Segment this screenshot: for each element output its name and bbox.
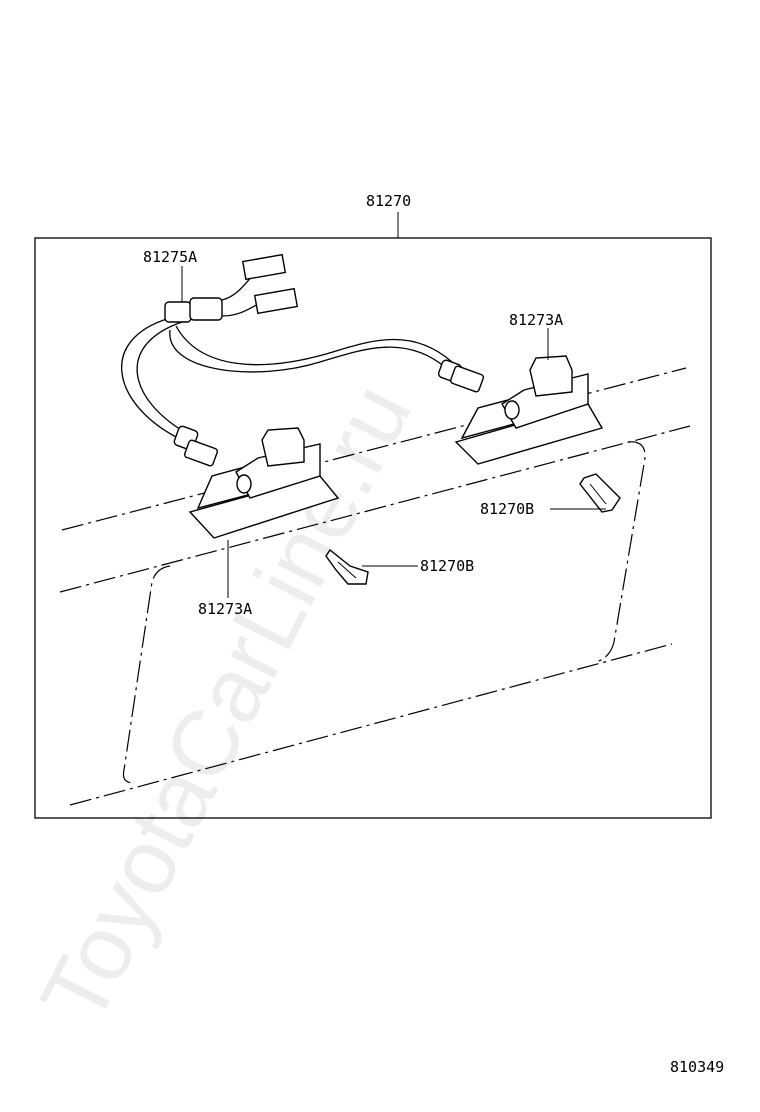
- bulb-center: [325, 548, 369, 585]
- assembly-number-label: 81270: [366, 192, 411, 210]
- lamp-left-label: 81273A: [198, 600, 252, 618]
- license-lamp-right: [454, 355, 604, 465]
- assembly-frame: [34, 237, 712, 819]
- bulb-center-label: 81270B: [420, 557, 474, 575]
- lamp-right-label: 81273A: [509, 311, 563, 329]
- license-lamp-left: [188, 427, 340, 539]
- drawing-number: 810349: [670, 1058, 724, 1076]
- wire-harness-label: 81275A: [143, 248, 197, 266]
- wire-harness: [121, 253, 485, 467]
- bulb-right: [579, 473, 621, 513]
- bulb-right-label: 81270B: [480, 500, 534, 518]
- watermark: ToyotaCarLine.ru: [22, 369, 431, 1040]
